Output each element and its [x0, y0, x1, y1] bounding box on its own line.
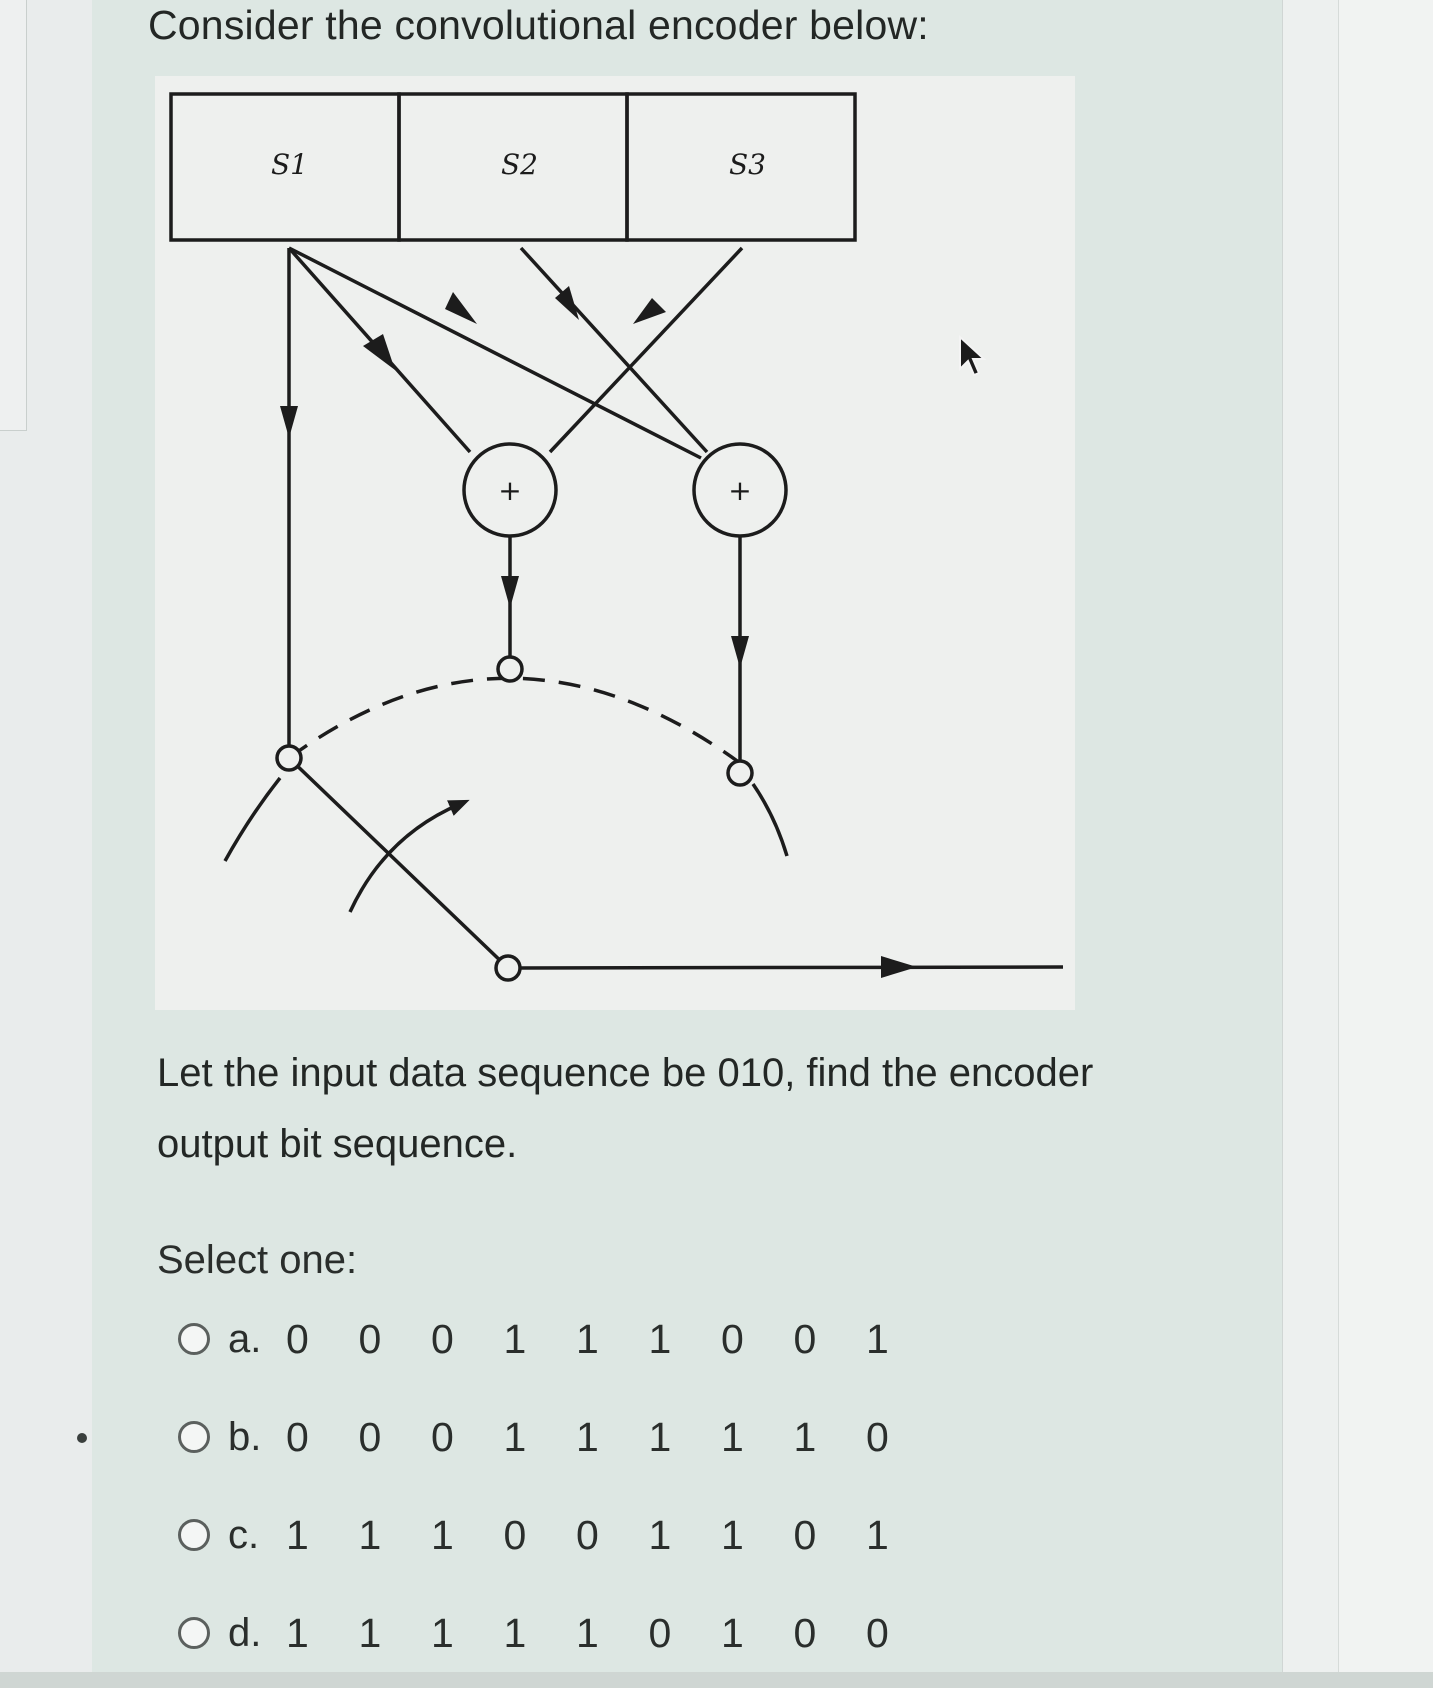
s2-to-adder2 [519, 246, 709, 454]
s3-to-adder1 [548, 246, 744, 454]
bit: 0 [503, 1511, 527, 1558]
bit: 1 [431, 1511, 454, 1558]
option-bits: 1 1 1 0 0 1 1 0 1 [286, 1512, 939, 1559]
bit: 1 [866, 1315, 889, 1362]
option-letter: d. [228, 1610, 262, 1655]
bit: 1 [866, 1511, 889, 1558]
bit: 1 [503, 1315, 527, 1362]
bit: 1 [576, 1609, 599, 1656]
bit: 1 [286, 1609, 309, 1656]
adder1-plus: + [498, 474, 521, 507]
option-a[interactable]: a. 0 0 0 1 1 1 0 0 1 [178, 1309, 939, 1369]
option-bits: 1 1 1 1 1 0 1 0 0 [286, 1610, 939, 1657]
register-label-s1: S1 [271, 148, 308, 181]
s3-arrowhead [633, 298, 666, 324]
bit: 1 [576, 1413, 599, 1460]
contact-adder1 [496, 655, 524, 683]
commutator-arc-left [223, 776, 282, 862]
switch-arm [287, 756, 510, 970]
s1-adder2-arrowhead [445, 292, 477, 324]
bit: 1 [648, 1315, 672, 1362]
bit: 0 [648, 1609, 672, 1656]
option-c[interactable]: c. 1 1 1 0 0 1 1 0 1 [178, 1505, 939, 1565]
right-scroll-area [1338, 0, 1433, 1688]
bit: 0 [358, 1315, 382, 1362]
encoder-diagram: S1 S2 S3 + + [169, 92, 1064, 982]
register-label-s2: S2 [501, 148, 538, 181]
option-d[interactable]: d. 1 1 1 1 1 0 1 0 0 [178, 1603, 939, 1663]
option-letter: c. [228, 1512, 260, 1557]
bit: 1 [648, 1511, 672, 1558]
bit: 1 [721, 1609, 744, 1656]
bit: 1 [721, 1511, 744, 1558]
bit: 0 [866, 1609, 889, 1656]
rotation-arrow [348, 799, 470, 913]
s1-down-arrowhead [280, 406, 298, 438]
register-label-s3: S3 [729, 148, 766, 181]
bit: 1 [358, 1609, 382, 1656]
bit: 0 [721, 1315, 744, 1362]
bit: 0 [866, 1413, 889, 1460]
output-contact [494, 954, 522, 982]
bit: 1 [358, 1511, 382, 1558]
s1-adder1-arrowhead [363, 334, 395, 370]
radio-button-b[interactable] [178, 1421, 210, 1453]
radio-button-d[interactable] [178, 1617, 210, 1649]
bit: 0 [793, 1315, 817, 1362]
adder2-down-arrowhead [731, 636, 749, 668]
bit: 1 [793, 1413, 817, 1460]
bit: 0 [358, 1413, 382, 1460]
bit: 0 [576, 1511, 599, 1558]
bit: 0 [431, 1315, 454, 1362]
bit: 1 [503, 1609, 527, 1656]
bit: 1 [503, 1413, 527, 1460]
option-bits: 0 0 0 1 1 1 0 0 1 [286, 1316, 939, 1363]
question-prompt: Let the input data sequence be 010, find… [157, 1051, 1094, 1166]
contact-s1 [275, 744, 303, 772]
radio-button-a[interactable] [178, 1323, 210, 1355]
current-question-marker [77, 1433, 87, 1443]
adder1-down-arrowhead [501, 576, 519, 608]
s1-to-adder2 [288, 246, 702, 460]
adder2-plus: + [728, 474, 751, 507]
radio-button-c[interactable] [178, 1519, 210, 1551]
bit: 1 [648, 1413, 672, 1460]
output-arrowhead [881, 956, 917, 978]
bit: 1 [286, 1511, 309, 1558]
s2-arrowhead [555, 286, 579, 320]
bit: 0 [793, 1511, 817, 1558]
option-b[interactable]: b. 0 0 0 1 1 1 1 1 0 [178, 1407, 939, 1467]
bit: 1 [431, 1609, 454, 1656]
mouse-cursor-icon [959, 335, 987, 377]
select-one-label: Select one: [157, 1238, 358, 1282]
bit: 1 [721, 1413, 744, 1460]
left-side-tab [0, 0, 27, 431]
commutator-arc [287, 676, 742, 765]
bit: 0 [286, 1413, 309, 1460]
commutator-arc-right [751, 783, 789, 857]
register-s3 [625, 92, 857, 242]
contact-adder2 [726, 759, 754, 787]
output-line [519, 965, 1064, 970]
bit: 0 [431, 1413, 454, 1460]
option-letter: a. [228, 1316, 262, 1361]
bottom-dock-strip [0, 1672, 1433, 1688]
option-letter: b. [228, 1414, 262, 1459]
bit: 0 [793, 1609, 817, 1656]
option-bits: 0 0 0 1 1 1 1 1 0 [286, 1414, 939, 1461]
bit: 1 [576, 1315, 599, 1362]
diagram-background [155, 76, 1075, 1010]
bit: 0 [286, 1315, 309, 1362]
question-title: Consider the convolutional encoder below… [148, 2, 929, 48]
